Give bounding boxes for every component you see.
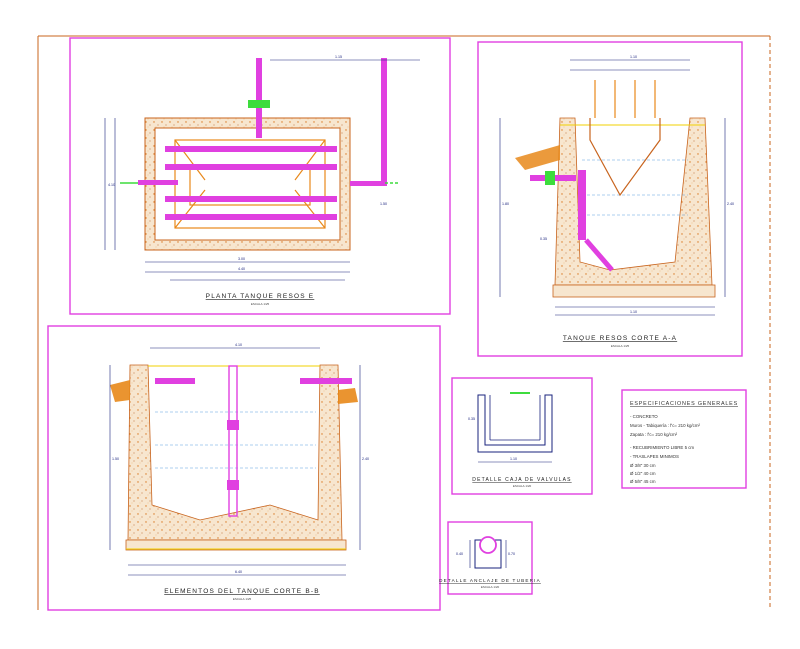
pipe-anchor-detail: 0.40 0.70 DETALLE ANCLAJE DE TUBERIA ESC…	[439, 521, 541, 595]
section-a-frame	[477, 41, 743, 357]
specs-line-1: Muros - Tabiquería : f'c= 210 kg/cm²	[630, 423, 700, 428]
specs-line-5: Ø 3/8" 30 cm	[630, 463, 656, 468]
pipe-anchor-scale: ESCALA 1/20	[481, 585, 500, 589]
section-a-dim-left: 1.80	[502, 202, 509, 206]
section-b-walls	[127, 364, 343, 541]
plan-tank-inner	[154, 127, 341, 241]
valve-box-frame	[451, 377, 593, 495]
plan-view: 4.10 3.00 4.40 1.15 1.50 PLANTA TANQUE R…	[69, 37, 451, 315]
pipe-anchor-dim-left: 0.40	[456, 552, 463, 556]
valve-box-detail: 1.10 0.35 DETALLE CAJA DE VALVULAS ESCAL…	[451, 377, 593, 495]
valve-box-title: DETALLE CAJA DE VALVULAS	[472, 477, 571, 483]
plan-dim-height: 4.10	[108, 183, 115, 187]
sheet-border	[37, 35, 771, 610]
section-a-view: 1.10 1.10 2.40 1.80 0.35 TANQUE RESOS CO…	[477, 41, 743, 357]
section-a-title: TANQUE RESOS CORTE A-A	[563, 335, 677, 342]
plan-scale: ESCALA 1/25	[251, 302, 270, 306]
specs-heading: ESPECIFICACIONES GENERALES	[630, 401, 738, 407]
plan-dim-outer: 4.40	[238, 267, 245, 271]
valve-box-dim-width: 1.10	[510, 457, 517, 461]
section-b-view: 4.10 6.40 2.40 1.50 ELEMENTOS DEL TANQUE…	[47, 325, 441, 611]
section-a-dim-top: 1.10	[630, 55, 637, 59]
section-b-scale: ESCALA 1/25	[233, 597, 252, 601]
section-a-dim-pipe: 0.35	[540, 237, 547, 241]
pipe-anchor-title: DETALLE ANCLAJE DE TUBERIA	[439, 578, 541, 583]
specs-frame	[621, 389, 747, 489]
section-a-dim-base: 1.10	[630, 310, 637, 314]
specs-line-6: Ø 1/2" 40 cm	[630, 471, 656, 476]
section-b-title: ELEMENTOS DEL TANQUE CORTE B-B	[164, 588, 320, 595]
plan-dim-lines	[104, 59, 420, 281]
general-specs: ESPECIFICACIONES GENERALES - CONCRETO Mu…	[621, 389, 747, 489]
valve-box-scale: ESCALA 1/20	[513, 484, 532, 488]
section-b-dim-height: 2.40	[362, 457, 369, 461]
specs-line-3: - RECUBRIMIENTO LIBRE 5 cm	[630, 445, 694, 450]
valve-box-dim-height: 0.35	[468, 417, 475, 421]
section-b-dim-left: 1.50	[112, 457, 119, 461]
specs-line-2: Zapata : f'c= 210 kg/cm²	[630, 432, 678, 437]
plan-title: PLANTA TANQUE RESOS E	[206, 293, 315, 300]
specs-line-0: - CONCRETO	[630, 414, 658, 419]
plan-dim-pipe: 1.50	[380, 202, 387, 206]
plan-dim-inner: 3.00	[238, 257, 245, 261]
plan-pipes	[120, 58, 400, 220]
section-a-dim-height: 2.40	[727, 202, 734, 206]
specs-line-7: Ø 5/8" 45 cm	[630, 479, 656, 484]
section-b-dim-base: 6.40	[235, 570, 242, 574]
section-a-scale: ESCALA 1/25	[611, 344, 630, 348]
pipe-anchor-frame	[447, 521, 533, 595]
plan-dim-top: 1.15	[335, 55, 342, 59]
plan-frame	[69, 37, 451, 315]
section-b-dim-top: 4.10	[235, 343, 242, 347]
pipe-anchor-dim-right: 0.70	[508, 552, 515, 556]
specs-line-4: - TRASLAPES MINIMOS	[630, 454, 679, 459]
section-b-frame	[47, 325, 441, 611]
